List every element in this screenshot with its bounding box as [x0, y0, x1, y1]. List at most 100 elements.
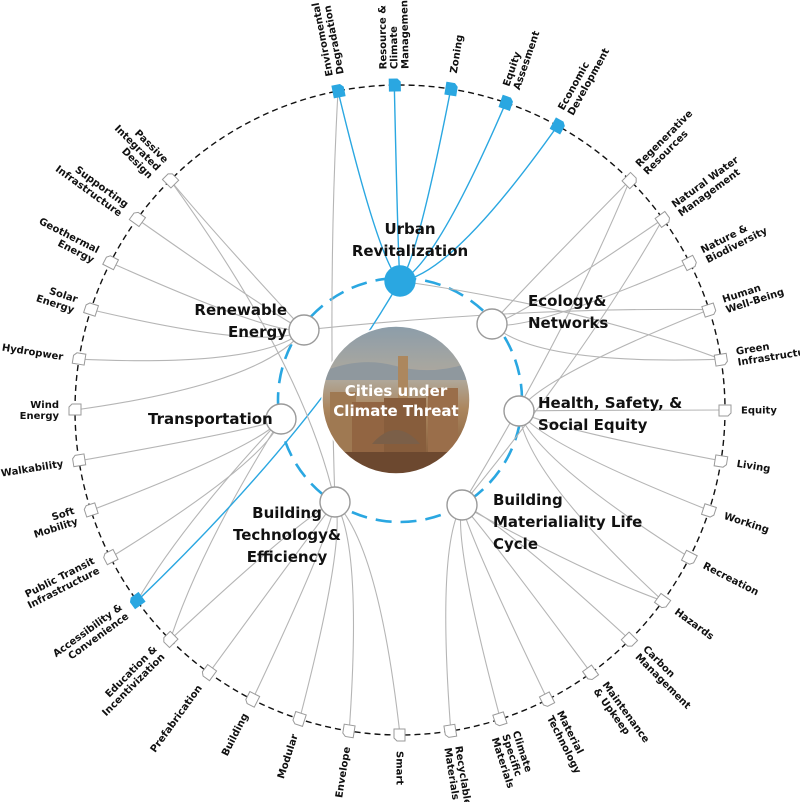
leaf-material-technology-marker	[538, 691, 556, 707]
leaf-living-label: Living	[736, 459, 771, 475]
link-soft-mobility-to-transportation	[90, 418, 282, 511]
leaf-recreation-marker	[680, 549, 698, 565]
link-green-infrastructure-to-ecology	[491, 323, 722, 361]
leaf-climate-specific-materials-label: ClimateSpecificMaterials	[489, 730, 537, 790]
leaf-carbon-management-marker	[620, 631, 639, 647]
leaf-maintenance-upkeep-label: Maintenance& Upkeep	[591, 680, 652, 752]
leaf-green-infrastructure-label: GreenInfrastructure	[735, 334, 800, 368]
link-passive-integrated-design-to-technology	[169, 179, 336, 503]
leaf-natural-water-management-label: Natural WaterManagement	[670, 155, 747, 220]
leaf-solar-energy-label: SolarEnergy	[35, 283, 80, 316]
leaf-human-well-being-marker	[701, 302, 717, 318]
leaf-accessibility-convenience-marker	[129, 591, 146, 610]
hub-ecology-label: Ecology&Networks	[528, 292, 608, 332]
leaf-walkability-label: Walkability	[0, 459, 64, 480]
leaf-resource-climate-management-label: Resource &ClimateManagement	[377, 0, 411, 69]
leaf-recyclable-materials-marker	[443, 723, 458, 738]
leaf-natural-water-management-marker	[654, 210, 671, 229]
leaf-modular-marker	[292, 710, 307, 727]
leaf-enviromental-degradation-label: EnviromentalDegradation	[311, 0, 347, 77]
leaf-material-technology-label: MaterialTechnology	[544, 709, 593, 776]
link-education-incentivization-to-transportation	[169, 418, 282, 640]
leaf-public-transit-infrastructure-label: Public TransitInfrastructure	[21, 556, 102, 612]
leaf-maintenance-upkeep-marker	[581, 664, 600, 681]
leaf-prefabrication-marker	[201, 663, 218, 682]
link-accessibility-convenience-to-transportation	[136, 418, 282, 602]
hub-transportation-label: Transportation	[148, 410, 273, 428]
leaf-building-label: Building	[220, 712, 251, 758]
leaf-equity-label: Equity	[741, 406, 777, 417]
leaf-economic-development-label: EconomicDevelopment	[557, 41, 613, 117]
leaf-supporting-infrastructure-marker	[128, 211, 147, 228]
link-regenerative-resources-to-materiality	[461, 179, 631, 506]
leaf-smart-label: Smart	[394, 751, 405, 785]
hub-health-node	[503, 395, 535, 427]
leaf-accessibility-convenience-label: Accessibility &Convenience	[51, 602, 131, 669]
link-hazards-to-health	[518, 410, 664, 602]
hub-materiality-node	[446, 489, 478, 521]
leaf-soft-mobility-label: SoftMobility	[29, 506, 80, 541]
hub-health-label: Health, Safety, &Social Equity	[538, 394, 682, 434]
link-natural-water-management-to-materiality	[461, 218, 664, 506]
leaf-recreation-label: Recreation	[701, 561, 760, 599]
leaf-equity-assesment-label: EquityAssesment	[502, 26, 543, 92]
leaf-recyclable-materials-label: RecyclableMaterials	[441, 745, 472, 802]
leaf-passive-integrated-design-label: PassiveIntegratedDesign	[104, 116, 170, 182]
leaf-zoning-marker	[444, 81, 458, 97]
leaf-marker-layer	[68, 78, 732, 742]
link-green-infrastructure-to-urban	[399, 280, 722, 360]
link-hazards-to-materiality	[461, 504, 664, 602]
link-enviromental-degradation-to-technology	[331, 90, 339, 503]
hub-node-layer	[265, 265, 535, 521]
leaf-passive-integrated-design-marker	[161, 173, 180, 189]
leaf-education-incentivization-label: Education &Incentivization	[93, 644, 168, 719]
leaf-working-label: Working	[722, 511, 770, 536]
leaf-working-marker	[700, 503, 717, 518]
leaf-economic-development-marker	[549, 117, 565, 135]
leaf-hazards-label: Hazards	[672, 607, 715, 643]
leaf-nature-biodiversity-marker	[681, 254, 697, 272]
leaf-hazards-marker	[653, 592, 672, 609]
leaf-regenerative-resources-label: RegenerativeResources	[634, 108, 703, 177]
leaf-public-transit-infrastructure-marker	[103, 548, 119, 566]
link-recyclable-materials-to-materiality	[445, 504, 463, 732]
leaf-regenerative-resources-marker	[621, 171, 637, 190]
leaf-wind-energy-marker	[68, 403, 82, 416]
leaf-hydropwer-label: Hydropwer	[1, 343, 64, 364]
hub-renewable-node	[288, 314, 320, 346]
leaf-green-infrastructure-marker	[713, 352, 728, 367]
leaf-enviromental-degradation-marker	[331, 84, 346, 99]
leaf-equity-marker	[718, 404, 732, 417]
leaf-envelope-marker	[342, 723, 356, 739]
leaf-envelope-label: Envelope	[334, 746, 353, 799]
leaf-hydropwer-marker	[71, 352, 87, 366]
hub-technology-node	[319, 486, 351, 518]
leaf-building-marker	[245, 690, 261, 708]
leaf-smart-marker	[393, 728, 406, 742]
leaf-soft-mobility-marker	[83, 502, 99, 518]
leaf-living-marker	[713, 454, 729, 468]
hub-urban-node	[384, 265, 416, 297]
leaf-climate-specific-materials-marker	[492, 711, 508, 727]
leaf-prefabrication-label: Prefabrication	[149, 683, 205, 755]
leaf-education-incentivization-marker	[163, 630, 179, 649]
leaf-modular-label: Modular	[276, 733, 301, 780]
link-human-well-being-to-renewable	[303, 308, 710, 331]
leaf-walkability-marker	[72, 453, 87, 468]
hub-ecology-node	[476, 308, 508, 340]
leaf-human-well-being-label: HumanWell-Being	[721, 276, 785, 316]
link-passive-integrated-design-to-renewable	[169, 179, 305, 331]
center-image	[321, 325, 471, 475]
leaf-resource-climate-management-marker	[388, 78, 401, 92]
leaf-supporting-infrastructure-label: SupportingInfrastructure	[53, 155, 130, 219]
link-wind-energy-to-renewable	[74, 329, 305, 411]
leaf-zoning-label: Zoning	[449, 34, 466, 74]
